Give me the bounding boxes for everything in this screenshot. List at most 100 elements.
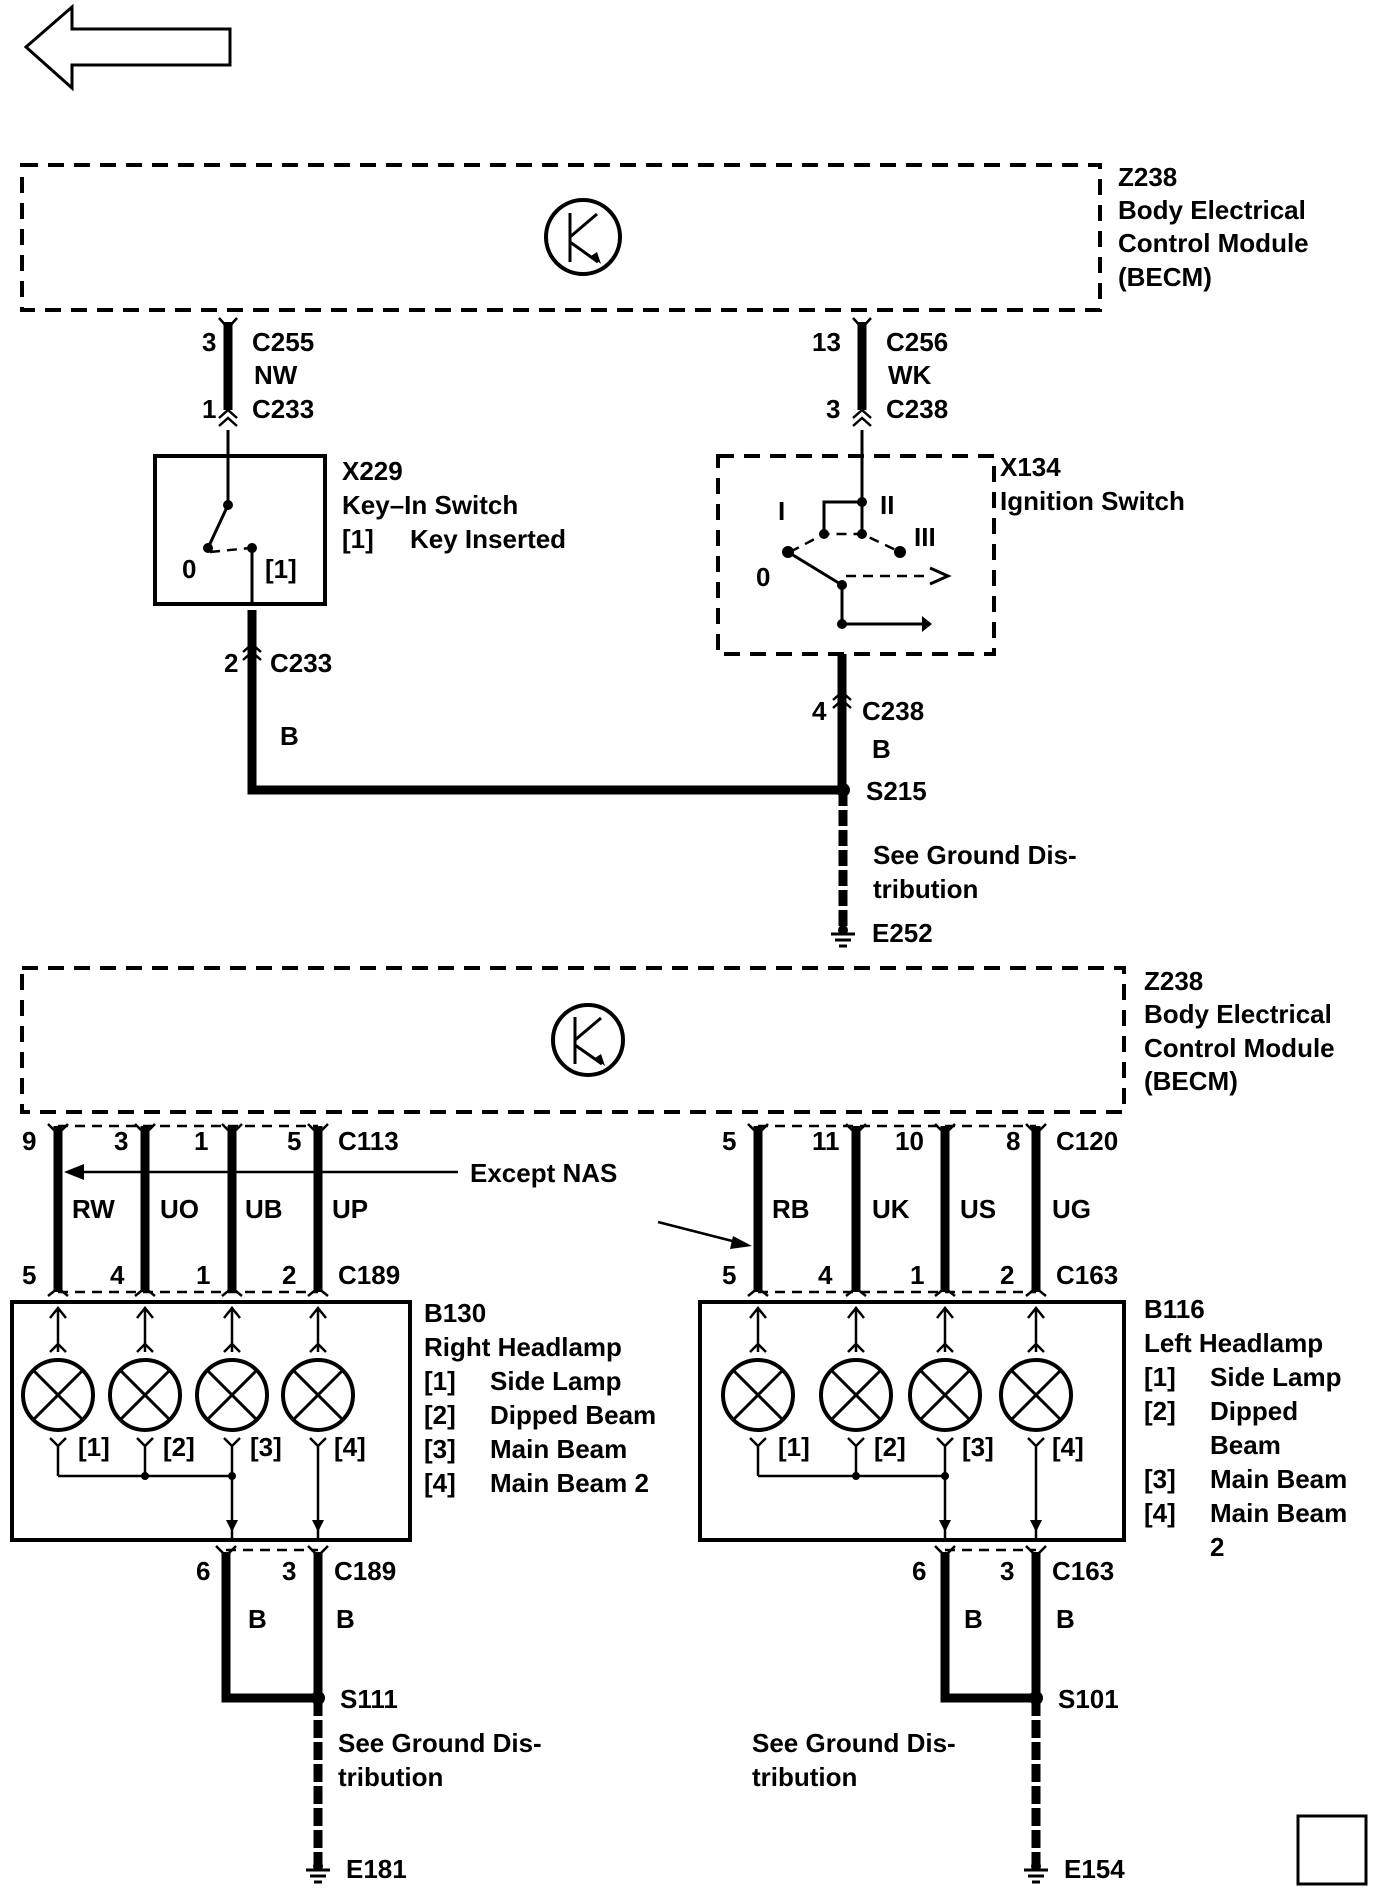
bottom-module-name-1: Body Electrical bbox=[1144, 999, 1332, 1029]
lh-legend-text-1: Side Lamp bbox=[1210, 1362, 1341, 1392]
key-pin-mid: 1 bbox=[202, 394, 216, 424]
rh-conn-lamp: C189 bbox=[338, 1260, 400, 1290]
bottom-module-name-2: Control Module bbox=[1144, 1033, 1335, 1063]
transistor-icon bbox=[551, 1003, 625, 1077]
lh-gnd-pin-2: 3 bbox=[1000, 1556, 1014, 1586]
rh-legend-key-4: [4] bbox=[424, 1468, 456, 1498]
except-nas-note: Except NAS bbox=[64, 1158, 752, 1249]
lh-top-pin-3: 10 bbox=[895, 1126, 924, 1156]
lh-legend-text-4: Main Beam bbox=[1210, 1464, 1347, 1494]
lh-ground: E154 bbox=[1064, 1854, 1125, 1884]
rh-lamp-pin-4: 2 bbox=[282, 1260, 296, 1290]
back-arrow-icon[interactable] bbox=[23, 3, 232, 92]
key-conn-mid: C233 bbox=[252, 394, 314, 424]
ign-wire-bot: B bbox=[872, 734, 891, 764]
lh-gnd-wire-2: B bbox=[1056, 1604, 1075, 1634]
lh-bulb-label-4: [4] bbox=[1052, 1432, 1084, 1462]
rh-legend-text-2: Dipped Beam bbox=[490, 1400, 656, 1430]
lh-legend-key-2: [2] bbox=[1144, 1396, 1176, 1426]
rh-legend-text-3: Main Beam bbox=[490, 1434, 627, 1464]
lh-gnd-conn: C163 bbox=[1052, 1556, 1114, 1586]
top-splice-label: S215 bbox=[866, 776, 927, 806]
rh-top-pin-3: 1 bbox=[194, 1126, 208, 1156]
rh-legend-key-1: [1] bbox=[424, 1366, 456, 1396]
rh-name: Right Headlamp bbox=[424, 1332, 622, 1362]
rh-ground: E181 bbox=[346, 1854, 407, 1884]
rh-legend-text-1: Side Lamp bbox=[490, 1366, 621, 1396]
rh-gnd-wire-1: B bbox=[248, 1604, 267, 1634]
rh-bulb-label-3: [3] bbox=[250, 1432, 282, 1462]
ign-wire-color: WK bbox=[888, 360, 932, 390]
top-module-name-2: Control Module bbox=[1118, 228, 1309, 258]
lh-wire-1: RB bbox=[772, 1194, 810, 1224]
bottom-module-abbr: (BECM) bbox=[1144, 1066, 1238, 1096]
key-pin-bot: 2 bbox=[224, 648, 238, 678]
top-ground: S215 See Ground Dis- tribution E252 bbox=[831, 776, 1077, 948]
key-switch-id: X229 bbox=[342, 456, 403, 486]
lh-wire-2: UK bbox=[872, 1194, 910, 1224]
rh-lamp-pin-2: 4 bbox=[110, 1260, 125, 1290]
rh-wire-4: UP bbox=[332, 1194, 368, 1224]
lh-gnd-wire-1: B bbox=[964, 1604, 983, 1634]
lh-lamp-pin-4: 2 bbox=[1000, 1260, 1014, 1290]
lh-name: Left Headlamp bbox=[1144, 1328, 1323, 1358]
rh-see-ground-1: See Ground Dis- bbox=[338, 1728, 542, 1758]
blank-page-box[interactable] bbox=[1296, 1814, 1368, 1886]
key-wire-bot: B bbox=[280, 721, 299, 751]
ign-pos-III: III bbox=[914, 522, 936, 552]
rh-lamp-pin-3: 1 bbox=[196, 1260, 210, 1290]
lh-legend-key-4: [3] bbox=[1144, 1464, 1176, 1494]
rh-id: B130 bbox=[424, 1298, 486, 1328]
lh-wire-3: US bbox=[960, 1194, 996, 1224]
rh-legend-key-2: [2] bbox=[424, 1400, 456, 1430]
lh-wire-4: UG bbox=[1052, 1194, 1091, 1224]
ign-pos-II: II bbox=[880, 490, 894, 520]
bulb-main-beam-2 bbox=[281, 1305, 355, 1540]
bulb-side-lamp bbox=[721, 1305, 795, 1476]
bulb-main-beam-2 bbox=[999, 1305, 1073, 1540]
lh-id: B116 bbox=[1144, 1294, 1205, 1324]
top-becm-module: Z238 Body Electrical Control Module (BEC… bbox=[20, 162, 1309, 312]
ign-switch-name: Ignition Switch bbox=[1000, 486, 1185, 516]
top-ground-label: E252 bbox=[872, 918, 933, 948]
ignition-switch-box bbox=[716, 454, 996, 656]
ignition-switch-circuit: 13 C256 WK 3 C238 I II III 0 X134 Igniti… bbox=[716, 317, 1185, 790]
left-headlamp-box bbox=[698, 1300, 1126, 1542]
top-module-id: Z238 bbox=[1118, 162, 1177, 192]
lh-splice: S101 bbox=[1058, 1684, 1119, 1714]
top-see-ground-1: See Ground Dis- bbox=[873, 840, 1077, 870]
bulb-main-beam bbox=[195, 1305, 269, 1540]
lh-legend-text-5: Main Beam bbox=[1210, 1498, 1347, 1528]
lh-lamp-pin-2: 4 bbox=[818, 1260, 833, 1290]
lh-see-ground-1: See Ground Dis- bbox=[752, 1728, 956, 1758]
top-module-abbr: (BECM) bbox=[1118, 262, 1212, 292]
lh-conn-top: C120 bbox=[1056, 1126, 1118, 1156]
bottom-becm-module: Z238 Body Electrical Control Module (BEC… bbox=[20, 966, 1335, 1114]
right-headlamp-circuit: 9 3 1 5 C113 RW UO UB UP 5 4 1 2 C189 bbox=[10, 1123, 656, 1884]
lh-conn-lamp: C163 bbox=[1056, 1260, 1118, 1290]
ign-conn-top: C256 bbox=[886, 327, 948, 357]
ign-conn-bot: C238 bbox=[862, 696, 924, 726]
ign-pin-top: 13 bbox=[812, 327, 841, 357]
lh-bulb-label-2: [2] bbox=[874, 1432, 906, 1462]
bulb-dipped-beam bbox=[108, 1305, 182, 1476]
rh-splice: S111 bbox=[340, 1684, 398, 1714]
rh-wire-1: RW bbox=[72, 1194, 115, 1224]
rh-wire-2: UO bbox=[160, 1194, 199, 1224]
transistor-icon bbox=[544, 198, 622, 276]
ign-conn-mid: C238 bbox=[886, 394, 948, 424]
lh-top-pin-1: 5 bbox=[722, 1126, 736, 1156]
key-in-switch-box bbox=[153, 454, 327, 606]
rh-bulb-label-1: [1] bbox=[78, 1432, 110, 1462]
rh-gnd-conn: C189 bbox=[334, 1556, 396, 1586]
ign-pos-I: I bbox=[778, 496, 785, 526]
right-headlamp-box bbox=[10, 1300, 412, 1542]
lh-top-pin-2: 11 bbox=[812, 1126, 840, 1156]
rh-gnd-pin-2: 3 bbox=[282, 1556, 296, 1586]
left-headlamp-circuit: 5 11 10 8 C120 RB UK US UG 5 4 1 2 C163 bbox=[698, 1123, 1347, 1884]
lh-legend-text-3: Beam bbox=[1210, 1430, 1281, 1460]
rh-lamp-pin-1: 5 bbox=[22, 1260, 36, 1290]
bulb-side-lamp bbox=[21, 1305, 95, 1476]
except-nas-label: Except NAS bbox=[470, 1158, 617, 1188]
